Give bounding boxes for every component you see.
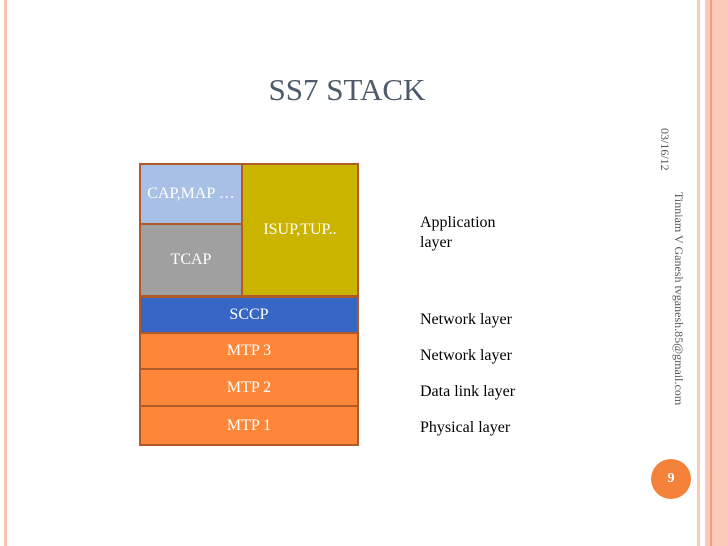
sccp-block: SCCP <box>139 296 359 334</box>
mtp2-block: MTP 2 <box>139 368 359 407</box>
cap-map-block: CAP,MAP … <box>139 163 243 225</box>
tcap-block: TCAP <box>139 223 243 297</box>
mtp3-block: MTP 3 <box>139 332 359 370</box>
right-border-stripe <box>710 0 712 546</box>
footer-date: 03/16/12 <box>658 128 672 171</box>
left-border <box>4 0 7 546</box>
isup-tup-block: ISUP,TUP.. <box>241 163 359 297</box>
physical-layer-label: Physical layer <box>420 419 511 436</box>
network-layer-label-2: Network layer <box>420 347 512 364</box>
footer-author: Tinniam V Ganesh tvganesh.85@gmail.com <box>672 192 686 406</box>
application-layer-label: Application layer <box>420 214 496 251</box>
network-layer-label-1: Network layer <box>420 311 512 328</box>
right-border-band <box>705 0 728 546</box>
mtp1-block: MTP 1 <box>139 405 359 446</box>
data-link-layer-label: Data link layer <box>420 383 516 400</box>
slide-title: SS7 STACK <box>268 72 426 107</box>
page-number-badge: 9 <box>651 459 691 499</box>
right-border-line <box>697 0 700 546</box>
